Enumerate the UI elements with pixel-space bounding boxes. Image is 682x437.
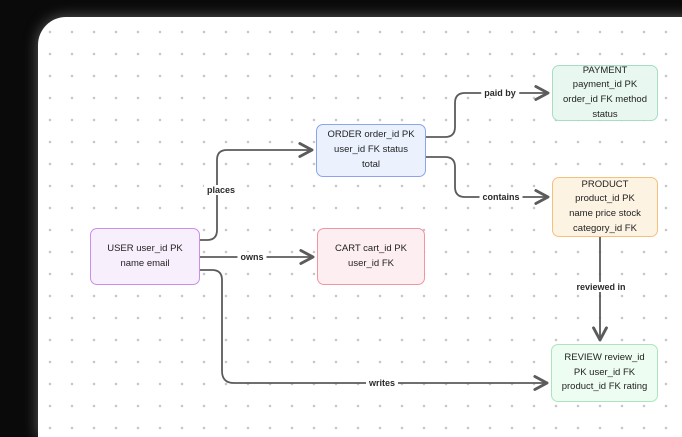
node-payment-label: PAYMENT payment_id PK order_id FK method…	[563, 64, 647, 120]
edge-label-contains: contains	[479, 192, 523, 202]
edge-label-reviewed-in: reviewed in	[573, 282, 629, 292]
page-background: { "diagram": { "kind": "entity-relations…	[38, 17, 682, 437]
node-product-label: PRODUCT product_id PK name price stock c…	[569, 178, 641, 234]
node-order-label: ORDER order_id PK user_id FK status tota…	[327, 129, 415, 170]
edge-writes[interactable]	[199, 269, 549, 391]
node-user-label: USER user_id PK name email	[107, 242, 183, 269]
node-order[interactable]: ORDER order_id PK user_id FK status tota…	[316, 124, 426, 177]
node-user[interactable]: USER user_id PK name email	[90, 228, 200, 285]
edge-label-writes: writes	[365, 378, 399, 388]
edge-label-owns: owns	[237, 252, 267, 262]
edge-label-places: places	[203, 185, 239, 195]
node-product[interactable]: PRODUCT product_id PK name price stock c…	[552, 177, 658, 237]
edge-places[interactable]	[199, 142, 314, 241]
edge-layer	[199, 85, 608, 391]
edge-contains[interactable]	[425, 156, 550, 205]
node-review[interactable]: REVIEW review_id PK user_id FK product_i…	[551, 344, 658, 402]
node-cart-label: CART cart_id PK user_id FK	[335, 242, 407, 269]
node-cart[interactable]: CART cart_id PK user_id FK	[317, 228, 425, 285]
edge-paid-by[interactable]	[425, 85, 550, 138]
node-payment[interactable]: PAYMENT payment_id PK order_id FK method…	[552, 65, 658, 121]
edge-label-paid-by: paid by	[481, 88, 519, 98]
node-review-label: REVIEW review_id PK user_id FK product_i…	[561, 351, 648, 393]
